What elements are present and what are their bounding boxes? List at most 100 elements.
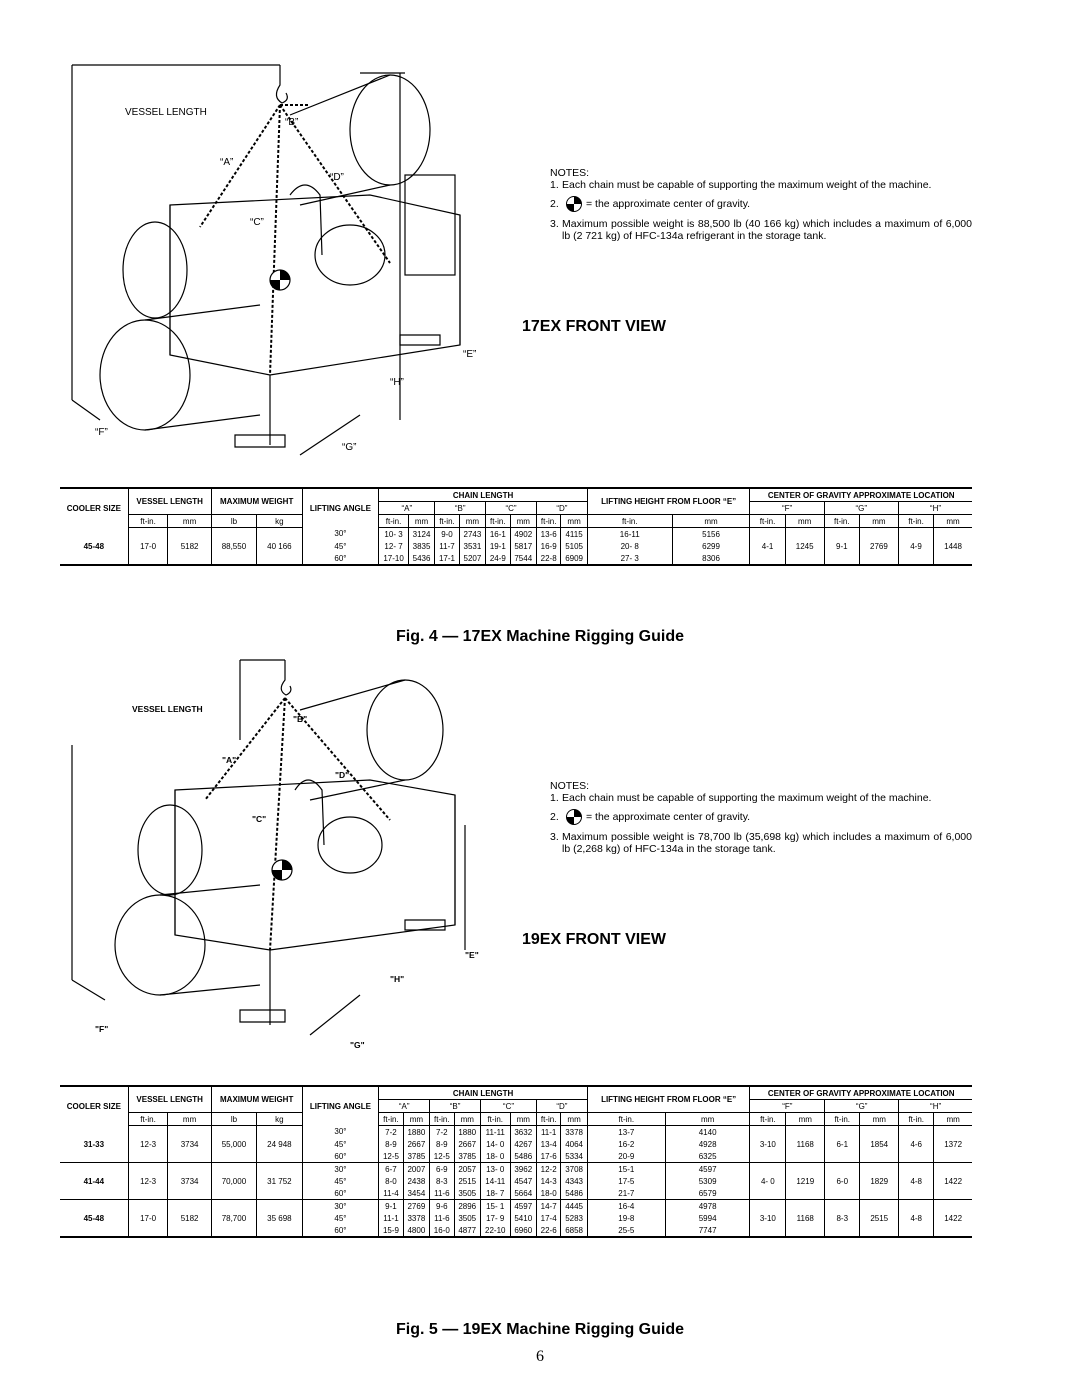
fig5-caption: Fig. 5 — 19EX Machine Rigging Guide	[395, 1321, 685, 1338]
unit-mm: mm	[560, 1112, 588, 1126]
fig4-notes: NOTES: 1.Each chain must be capable of s…	[550, 167, 972, 242]
chain-e-ftin: 20-9	[586, 1150, 666, 1163]
chain-c-mm: 6960	[509, 1224, 537, 1238]
col-center-of-gravity: CENTER OF GRAVITY APPROXIMATE LOCATION	[749, 1085, 972, 1100]
chain-c-mm: 4267	[509, 1138, 537, 1150]
col-chain-c: “C”	[479, 1099, 537, 1113]
col-chain-d: “D”	[535, 501, 588, 515]
unit-mm: mm	[785, 1112, 825, 1126]
cog-h-mm: 1422	[933, 1212, 972, 1224]
center-of-gravity-icon	[566, 809, 582, 825]
chain-a-ftin: 11-4	[378, 1187, 404, 1200]
chain-a-mm: 3378	[402, 1212, 430, 1224]
chain-a-mm: 2667	[402, 1138, 430, 1150]
chain-c-ftin: 24-9	[485, 552, 511, 566]
col-cog-g: “G”	[823, 501, 899, 515]
weight-kg: 35 698	[256, 1212, 303, 1224]
chain-d-mm: 5105	[560, 540, 588, 552]
chain-b-ftin: 9-6	[429, 1199, 454, 1212]
chain-a-mm: 2438	[402, 1175, 430, 1187]
col-chain-b: “B”	[434, 501, 486, 515]
chain-d-mm: 4115	[560, 527, 588, 540]
chain-d-ftin: 14-3	[535, 1175, 561, 1187]
chain-e-ftin: 21-7	[586, 1187, 666, 1200]
col-vessel-length: VESSEL LENGTH	[127, 1085, 212, 1113]
chain-a-ftin: 8-0	[378, 1175, 404, 1187]
unit-mm: mm	[509, 1112, 537, 1126]
note-number: 2.	[550, 811, 559, 823]
unit-mm: mm	[560, 514, 588, 528]
unit-ftin: ft-in.	[898, 1112, 934, 1126]
chain-c-ftin: 17- 9	[479, 1212, 511, 1224]
cooler-size: 31-33	[83, 1139, 105, 1149]
chain-c-mm: 5817	[509, 540, 537, 552]
f-label: “F”	[95, 427, 108, 438]
note-number: 3.	[550, 831, 559, 843]
unit-mm: mm	[167, 1112, 212, 1126]
note-2: = the approximate center of gravity.	[586, 811, 751, 823]
col-lifting-height: LIFTING HEIGHT FROM FLOOR “E”	[586, 487, 750, 515]
lifting-angle: 45°	[301, 1138, 379, 1150]
chain-d-mm: 3708	[560, 1162, 588, 1175]
chain-d-mm: 4343	[560, 1175, 588, 1187]
col-chain-a: “A”	[378, 501, 435, 515]
cog-g-ftin: 6-1	[824, 1138, 860, 1150]
lifting-angle: 60°	[301, 552, 379, 566]
col-chain-length: CHAIN LENGTH	[378, 1085, 588, 1100]
chain-c-ftin: 19-1	[485, 540, 511, 552]
chain-a-mm: 3835	[407, 540, 435, 552]
lifting-angle: 60°	[301, 1187, 379, 1200]
chain-a-mm: 3124	[407, 527, 435, 540]
chain-c-mm: 5410	[509, 1212, 537, 1224]
unit-mm: mm	[458, 514, 486, 528]
cooler-size: 45-48	[83, 1213, 105, 1223]
chain-a-ftin: 12- 7	[378, 540, 409, 552]
lifting-angle: 60°	[301, 1150, 379, 1163]
cog-g-mm: 1829	[859, 1175, 899, 1187]
col-cog-f: “F”	[749, 1099, 825, 1113]
unit-mm: mm	[859, 1112, 899, 1126]
chain-d-ftin: 16-9	[535, 540, 561, 552]
unit-kg: kg	[256, 514, 303, 528]
cog-h-mm: 1448	[933, 540, 972, 552]
chain-e-mm: 6325	[664, 1150, 750, 1163]
cooler-size: 41-44	[83, 1176, 105, 1186]
d-label: “D”	[330, 172, 344, 183]
chain-d-ftin: 18-0	[535, 1187, 561, 1200]
col-chain-d: “D”	[535, 1099, 588, 1113]
chain-b-mm: 1880	[453, 1125, 481, 1138]
chain-d-ftin: 13-6	[535, 527, 561, 540]
chain-a-ftin: 10- 3	[378, 527, 409, 540]
g-label: "G"	[350, 1040, 365, 1050]
cog-f-mm: 1219	[785, 1175, 825, 1187]
cog-h-ftin: 4-9	[897, 540, 934, 552]
unit-ftin: ft-in.	[897, 514, 934, 528]
chain-d-mm: 5283	[560, 1212, 588, 1224]
unit-ftin: ft-in.	[535, 1112, 561, 1126]
chain-d-mm: 5334	[560, 1150, 588, 1163]
unit-ftin: ft-in.	[479, 1112, 511, 1126]
vessel-length-mm: 3734	[167, 1138, 212, 1150]
col-chain-c: “C”	[485, 501, 537, 515]
weight-lb: 55,000	[210, 1138, 257, 1150]
col-cog-h: “H”	[898, 1099, 972, 1113]
chain-b-mm: 5207	[458, 552, 486, 566]
cooler-size: 45-48	[83, 541, 105, 551]
cog-f-mm: 1168	[785, 1138, 825, 1150]
chain-a-mm: 5436	[407, 552, 435, 566]
chain-c-mm: 4597	[509, 1199, 537, 1212]
unit-ftin: ft-in.	[586, 514, 673, 528]
chain-d-ftin: 22-8	[535, 552, 561, 566]
chain-e-mm: 4140	[664, 1125, 750, 1138]
chain-e-ftin: 15-1	[586, 1162, 666, 1175]
chain-d-mm: 6909	[560, 552, 588, 566]
lifting-angle: 45°	[301, 1175, 379, 1187]
note-number: 2.	[550, 198, 559, 210]
chain-d-ftin: 11-1	[535, 1125, 561, 1138]
